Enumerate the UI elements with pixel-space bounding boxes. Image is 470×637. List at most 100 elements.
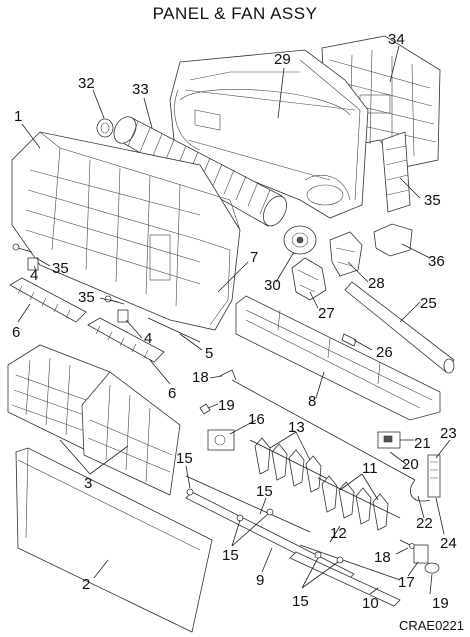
leader-35a	[35, 257, 51, 267]
part-15-clamp-a	[186, 488, 194, 496]
leader-7	[217, 261, 249, 293]
leader-36	[401, 243, 431, 259]
leader-10	[369, 587, 379, 595]
callout-25: 25	[420, 295, 437, 312]
part-29-motor-holder	[329, 231, 363, 277]
leader-29	[347, 261, 369, 283]
leader-18b	[395, 547, 409, 555]
leader-3	[59, 439, 129, 475]
leader-13	[269, 431, 311, 461]
leader-35b	[99, 297, 119, 303]
callout-6a: 6	[12, 324, 20, 341]
leader-15b	[231, 513, 269, 547]
leader-4a	[33, 265, 37, 271]
callout-15c: 15	[292, 593, 309, 610]
part-34-control-box	[381, 131, 411, 213]
part-25-horizontal-louver	[344, 281, 455, 374]
callout-12: 12	[330, 525, 347, 542]
part-3-air-filter-right	[81, 371, 181, 496]
callout-14: 15	[256, 483, 273, 500]
callout-35b: 35	[78, 289, 95, 306]
part-23-wire	[410, 479, 431, 502]
leader-34	[399, 177, 421, 199]
leader-17	[407, 561, 419, 577]
callout-20: 20	[402, 456, 419, 473]
part-15-clamp-e	[336, 556, 344, 564]
leader-30	[92, 89, 105, 119]
part-15-clamp-c	[266, 508, 274, 516]
callout-15b: 15	[222, 547, 239, 564]
callout-27: 29	[274, 51, 291, 68]
part-14-connecting-rod	[185, 475, 311, 533]
leader-11	[339, 473, 379, 501]
part-32-fan-motor	[283, 225, 317, 255]
leader-19a	[207, 403, 219, 409]
leader-22	[435, 439, 451, 459]
callout-15a: 15	[176, 450, 193, 467]
part-13-vane-set	[249, 437, 331, 493]
callout-10: 10	[362, 595, 379, 612]
part-1-front-panel	[11, 131, 241, 331]
leader-18a	[209, 375, 223, 379]
leader-15a	[185, 465, 191, 489]
callout-30: 32	[78, 75, 95, 92]
callout-13: 13	[288, 419, 305, 436]
part-35-screw-upper	[12, 243, 33, 253]
callout-33: 34	[388, 31, 405, 48]
part-21-switch	[377, 431, 401, 449]
part-30-bearing	[96, 118, 114, 138]
part-17-motor-lower	[413, 544, 429, 564]
callout-31: 33	[132, 81, 149, 98]
leader-1	[21, 123, 41, 149]
part-4-hook-lower	[117, 309, 129, 323]
callout-29: 28	[368, 275, 385, 292]
callout-3: 3	[84, 475, 92, 492]
leader-27	[277, 67, 285, 119]
callout-18a: 18	[192, 369, 209, 386]
part-2-front-grille	[15, 447, 213, 633]
leader-28	[309, 291, 319, 309]
part-19-cap-upper	[199, 403, 211, 415]
callout-18b: 18	[374, 549, 391, 566]
callout-16: 16	[248, 411, 265, 428]
callout-6b: 6	[168, 385, 176, 402]
callout-1: 1	[14, 108, 22, 125]
leader-19b	[429, 573, 433, 595]
diagram-code: CRAE0221	[398, 618, 464, 633]
part-22-pcb-holder	[427, 454, 441, 498]
callout-11: 11	[362, 460, 378, 477]
leader-25	[399, 301, 421, 323]
callout-23: 22	[416, 515, 433, 532]
leader-26	[353, 339, 373, 351]
leader-2	[93, 559, 109, 579]
part-12-connecting-rod	[299, 544, 401, 581]
part-28-motor-bracket	[291, 257, 327, 301]
callout-19b: 19	[432, 595, 449, 612]
leader-6b	[149, 359, 171, 385]
leader-4b	[125, 319, 143, 339]
part-5-shaft	[147, 317, 201, 343]
part-15-clamp-d	[314, 551, 322, 559]
leader-23	[417, 495, 425, 519]
callout-36: 36	[428, 253, 445, 270]
leader-6a	[17, 303, 31, 323]
part-6-filter-left	[9, 277, 87, 323]
leader-16	[229, 419, 257, 435]
part-4-hook-upper	[27, 257, 39, 271]
callout-22: 23	[440, 425, 457, 442]
leader-32	[275, 251, 295, 283]
leader-20	[389, 451, 407, 465]
callout-2: 2	[82, 576, 90, 593]
callout-19a: 19	[218, 397, 235, 414]
callout-17: 17	[398, 574, 415, 591]
callout-9: 9	[256, 572, 264, 589]
part-16-stepping-motor	[207, 429, 235, 451]
leader-12	[329, 525, 341, 543]
part-11-vane-set	[317, 475, 401, 531]
callout-28: 27	[318, 305, 335, 322]
callout-34: 35	[424, 192, 441, 209]
leader-14	[259, 497, 267, 515]
callout-5: 5	[205, 345, 213, 362]
leader-9	[261, 547, 273, 573]
